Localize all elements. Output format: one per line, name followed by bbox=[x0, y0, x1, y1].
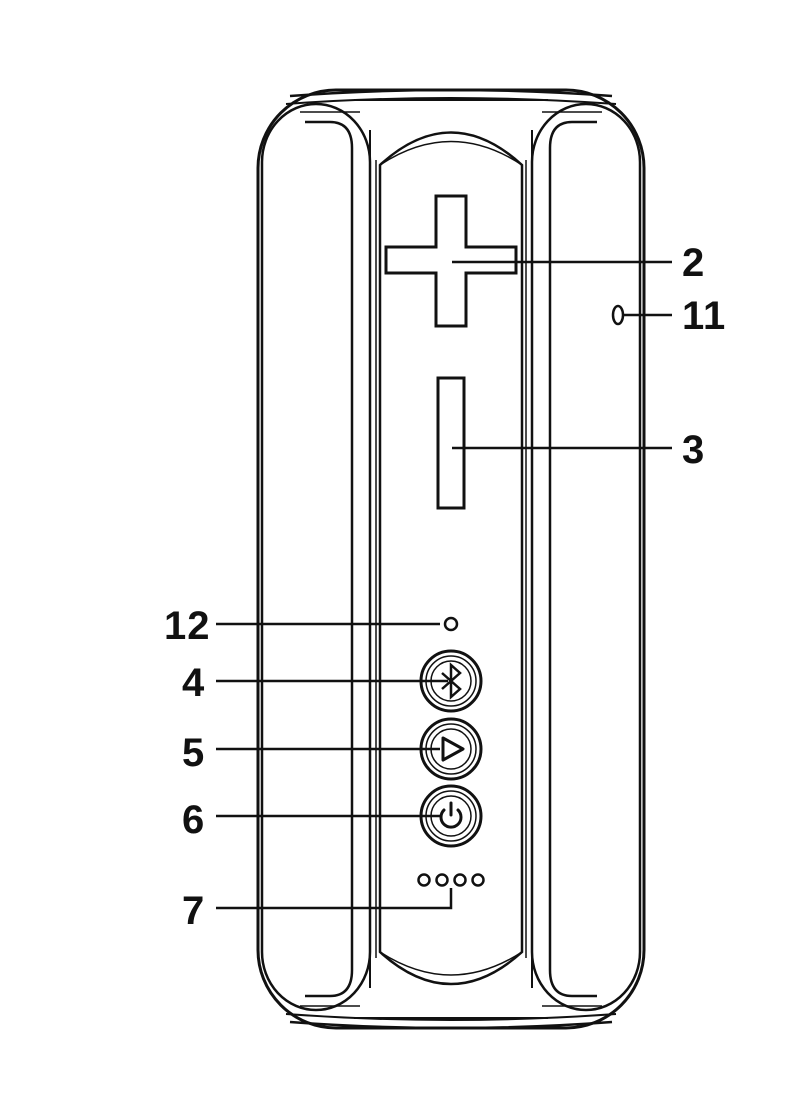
battery-led bbox=[455, 875, 466, 886]
play-icon bbox=[443, 738, 463, 760]
callout-7: 7 bbox=[182, 889, 205, 933]
callout-2: 2 bbox=[682, 241, 705, 285]
microphone-hole bbox=[613, 306, 623, 324]
battery-led bbox=[419, 875, 430, 886]
callout-5: 5 bbox=[182, 731, 205, 775]
callout-4: 4 bbox=[182, 661, 205, 705]
callout-labels: 2 11 3 12 4 5 6 7 bbox=[164, 241, 726, 933]
battery-leds bbox=[419, 875, 484, 886]
control-panel bbox=[380, 133, 522, 985]
battery-led bbox=[473, 875, 484, 886]
power-icon bbox=[441, 803, 461, 827]
callout-12: 12 bbox=[164, 604, 211, 648]
left-grille-panel bbox=[262, 104, 376, 1010]
minus-icon[interactable] bbox=[438, 378, 464, 508]
callout-6: 6 bbox=[182, 798, 205, 842]
battery-led bbox=[437, 875, 448, 886]
callout-3: 3 bbox=[682, 428, 705, 472]
speaker-body bbox=[258, 90, 644, 1028]
indicator-led bbox=[445, 618, 457, 630]
callout-11: 11 bbox=[682, 294, 726, 338]
right-grille-panel bbox=[526, 104, 640, 1010]
leader-line-7 bbox=[216, 888, 451, 908]
